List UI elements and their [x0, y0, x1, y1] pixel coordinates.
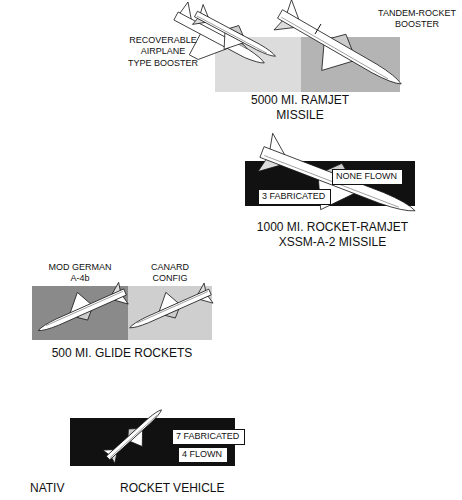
ramjet-missile — [188, 4, 281, 72]
tag-text: NONE FLOWN — [336, 171, 399, 182]
missile-panel: 1000 MI. ROCKET-RAMJET XSSM-A-2 MISSILE N… — [240, 150, 425, 262]
glide-rocket — [30, 275, 130, 342]
count-tag: NONE FLOWN — [332, 169, 403, 185]
panel-caption: NATIV — [30, 481, 90, 496]
panel-caption: 5000 MI. RAMJET MISSILE — [240, 93, 360, 123]
tag-text: 7 FABRICATED — [176, 431, 241, 442]
panel-caption: 1000 MI. ROCKET-RAMJET XSSM-A-2 MISSILE — [240, 220, 425, 250]
variant-heading: MOD GERMAN A-4b — [45, 262, 115, 285]
tag-text: 4 FLOWN — [182, 449, 224, 460]
nativ-rocket — [102, 403, 171, 469]
missile-panel: 5000 MI. RAMJET MISSILE — [170, 5, 410, 127]
sub-panel: CANARD CONFIG — [128, 262, 212, 340]
sub-panel: MOD GERMAN A-4b — [32, 262, 128, 340]
missile-panel: 500 MI. GLIDE ROCKETS MOD GERMAN A-4b CANA… — [22, 260, 222, 368]
missile-panel: NATIV ROCKET VEHICLE 7 FABRICATED 4 FLOWN — [25, 405, 240, 500]
variant-heading: CANARD CONFIG — [140, 262, 200, 285]
panel-caption: ROCKET VEHICLE — [120, 481, 238, 496]
part-label: TANDEM-ROCKET BOOSTER — [378, 8, 456, 31]
part-label: RECOVERABLE AIRPLANE TYPE BOOSTER — [128, 35, 198, 69]
tag-text: 3 FABRICATED — [262, 191, 327, 202]
count-tag: 3 FABRICATED — [258, 189, 331, 205]
count-tag: 4 FLOWN — [178, 447, 228, 463]
count-tag: 7 FABRICATED — [172, 429, 245, 445]
panel-caption: 500 MI. GLIDE ROCKETS — [22, 346, 222, 361]
canard-glide-rocket — [122, 276, 214, 338]
stage-joint — [315, 24, 321, 34]
